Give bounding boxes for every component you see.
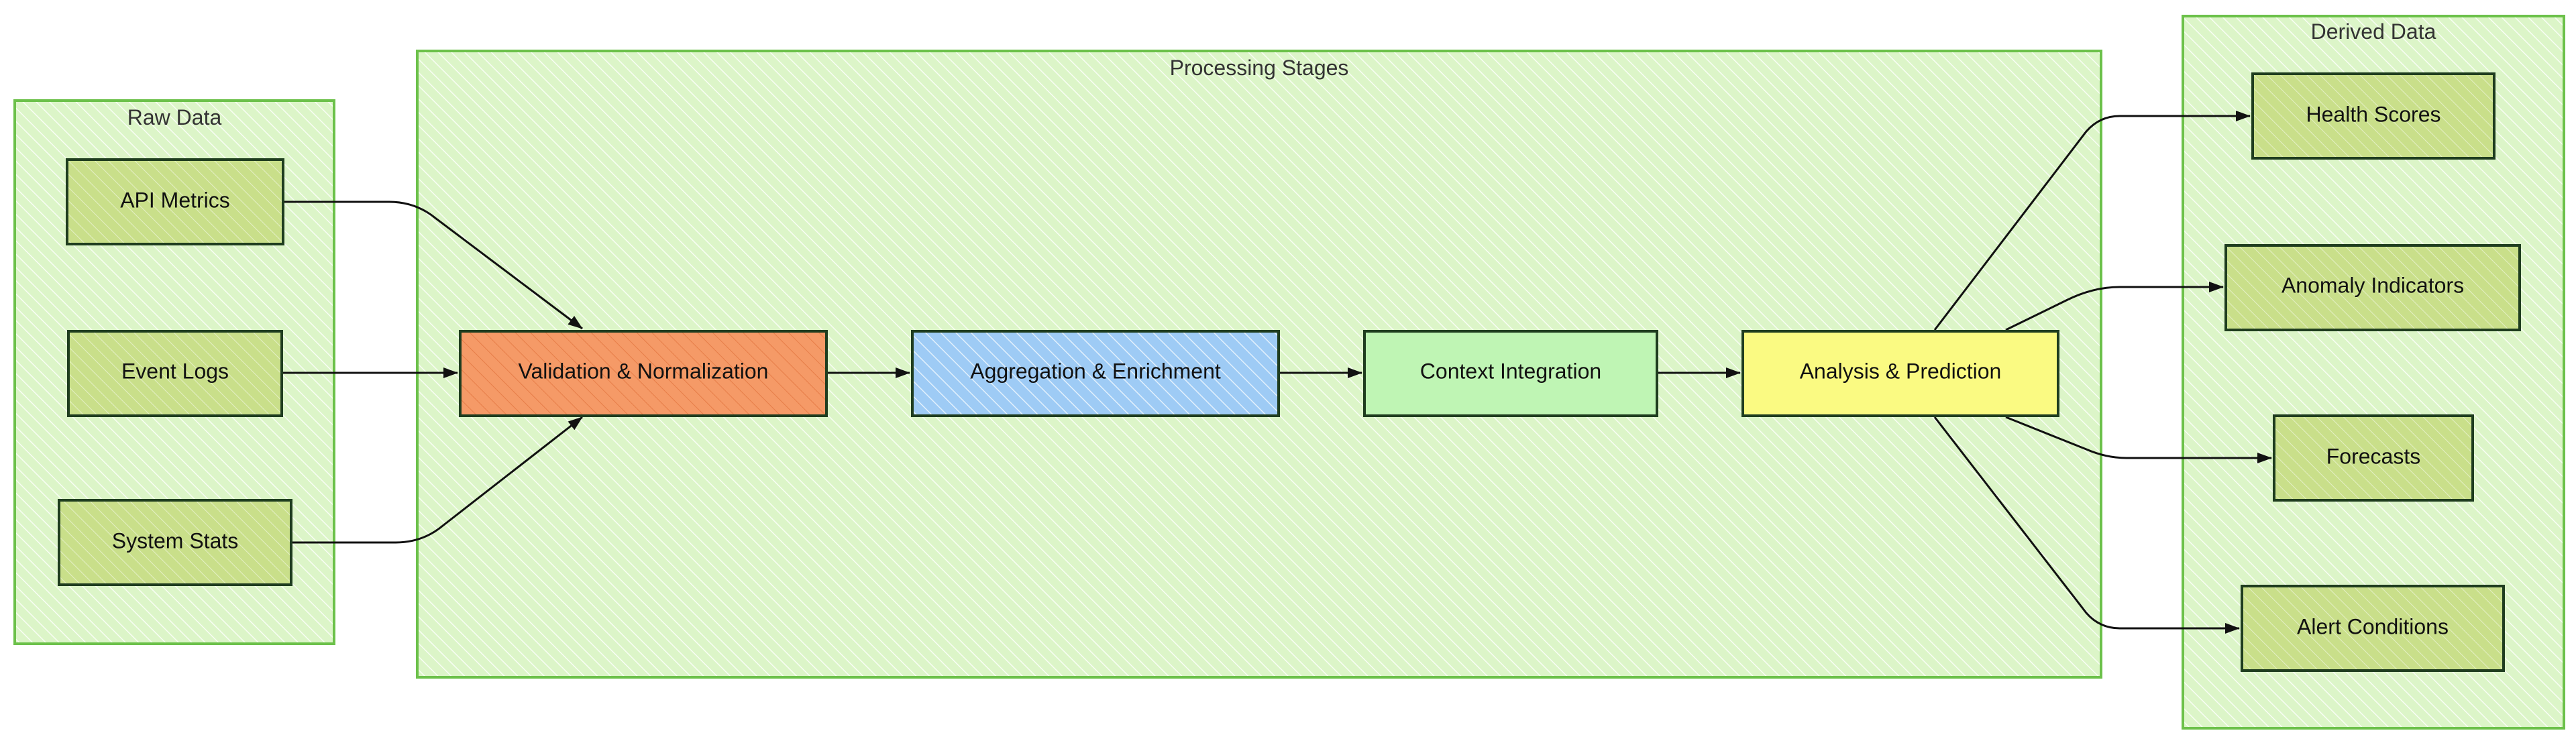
node-event-logs[interactable]: Event Logs (67, 330, 283, 417)
node-event-logs-box[interactable] (67, 330, 283, 417)
node-anomaly-indicators[interactable]: Anomaly Indicators (2224, 244, 2521, 331)
node-alert-conditions-box[interactable] (2241, 585, 2505, 672)
node-alert-conditions[interactable]: Alert Conditions (2241, 585, 2505, 672)
node-analysis-prediction-box[interactable] (1741, 330, 2059, 417)
edges (283, 111, 2272, 634)
edge-analysis-to-anomaly-indicators (2005, 282, 2224, 331)
node-anomaly-indicators-label: Anomaly Indicators (2282, 273, 2464, 297)
node-aggregation-enrichment-box[interactable] (911, 330, 1280, 417)
node-forecasts[interactable]: Forecasts (2273, 414, 2474, 502)
edge-analysis-to-health-scores (1933, 111, 2251, 331)
node-validation-normalization-box[interactable] (459, 330, 828, 417)
node-health-scores-label: Health Scores (2306, 102, 2441, 126)
node-aggregation-enrichment-label: Aggregation & Enrichment (970, 359, 1221, 383)
node-alert-conditions-label: Alert Conditions (2297, 614, 2449, 638)
node-system-stats-box[interactable] (58, 499, 292, 586)
node-health-scores-box[interactable] (2251, 72, 2496, 160)
node-system-stats[interactable]: System Stats (58, 499, 292, 586)
node-anomaly-indicators-box[interactable] (2224, 244, 2521, 331)
node-system-stats-label: System Stats (112, 528, 239, 553)
node-api-metrics[interactable]: API Metrics (66, 158, 284, 245)
node-event-logs-label: Event Logs (121, 359, 229, 383)
node-context-integration-label: Context Integration (1420, 359, 1601, 383)
cluster-derived-data-label: Derived Data (2311, 19, 2436, 44)
cluster-raw-data-label: Raw Data (127, 105, 222, 129)
cluster-processing-stages-label: Processing Stages (1170, 56, 1349, 80)
node-validation-normalization[interactable]: Validation & Normalization (459, 330, 828, 417)
node-analysis-prediction[interactable]: Analysis & Prediction (1741, 330, 2059, 417)
edge-api-metrics-to-validation (284, 200, 583, 330)
node-validation-normalization-label: Validation & Normalization (519, 359, 769, 383)
node-analysis-prediction-label: Analysis & Prediction (1800, 359, 2002, 383)
edge-system-stats-to-validation (292, 416, 583, 544)
node-context-integration[interactable]: Context Integration (1363, 330, 1658, 417)
edge-analysis-to-alert-conditions (1933, 416, 2240, 634)
edge-analysis-to-forecasts (2005, 416, 2272, 463)
node-aggregation-enrichment[interactable]: Aggregation & Enrichment (911, 330, 1280, 417)
node-forecasts-box[interactable] (2273, 414, 2474, 502)
node-api-metrics-box[interactable] (66, 158, 284, 245)
node-api-metrics-label: API Metrics (120, 188, 230, 212)
node-forecasts-label: Forecasts (2326, 444, 2420, 468)
node-context-integration-box[interactable] (1363, 330, 1658, 417)
node-health-scores[interactable]: Health Scores (2251, 72, 2496, 160)
